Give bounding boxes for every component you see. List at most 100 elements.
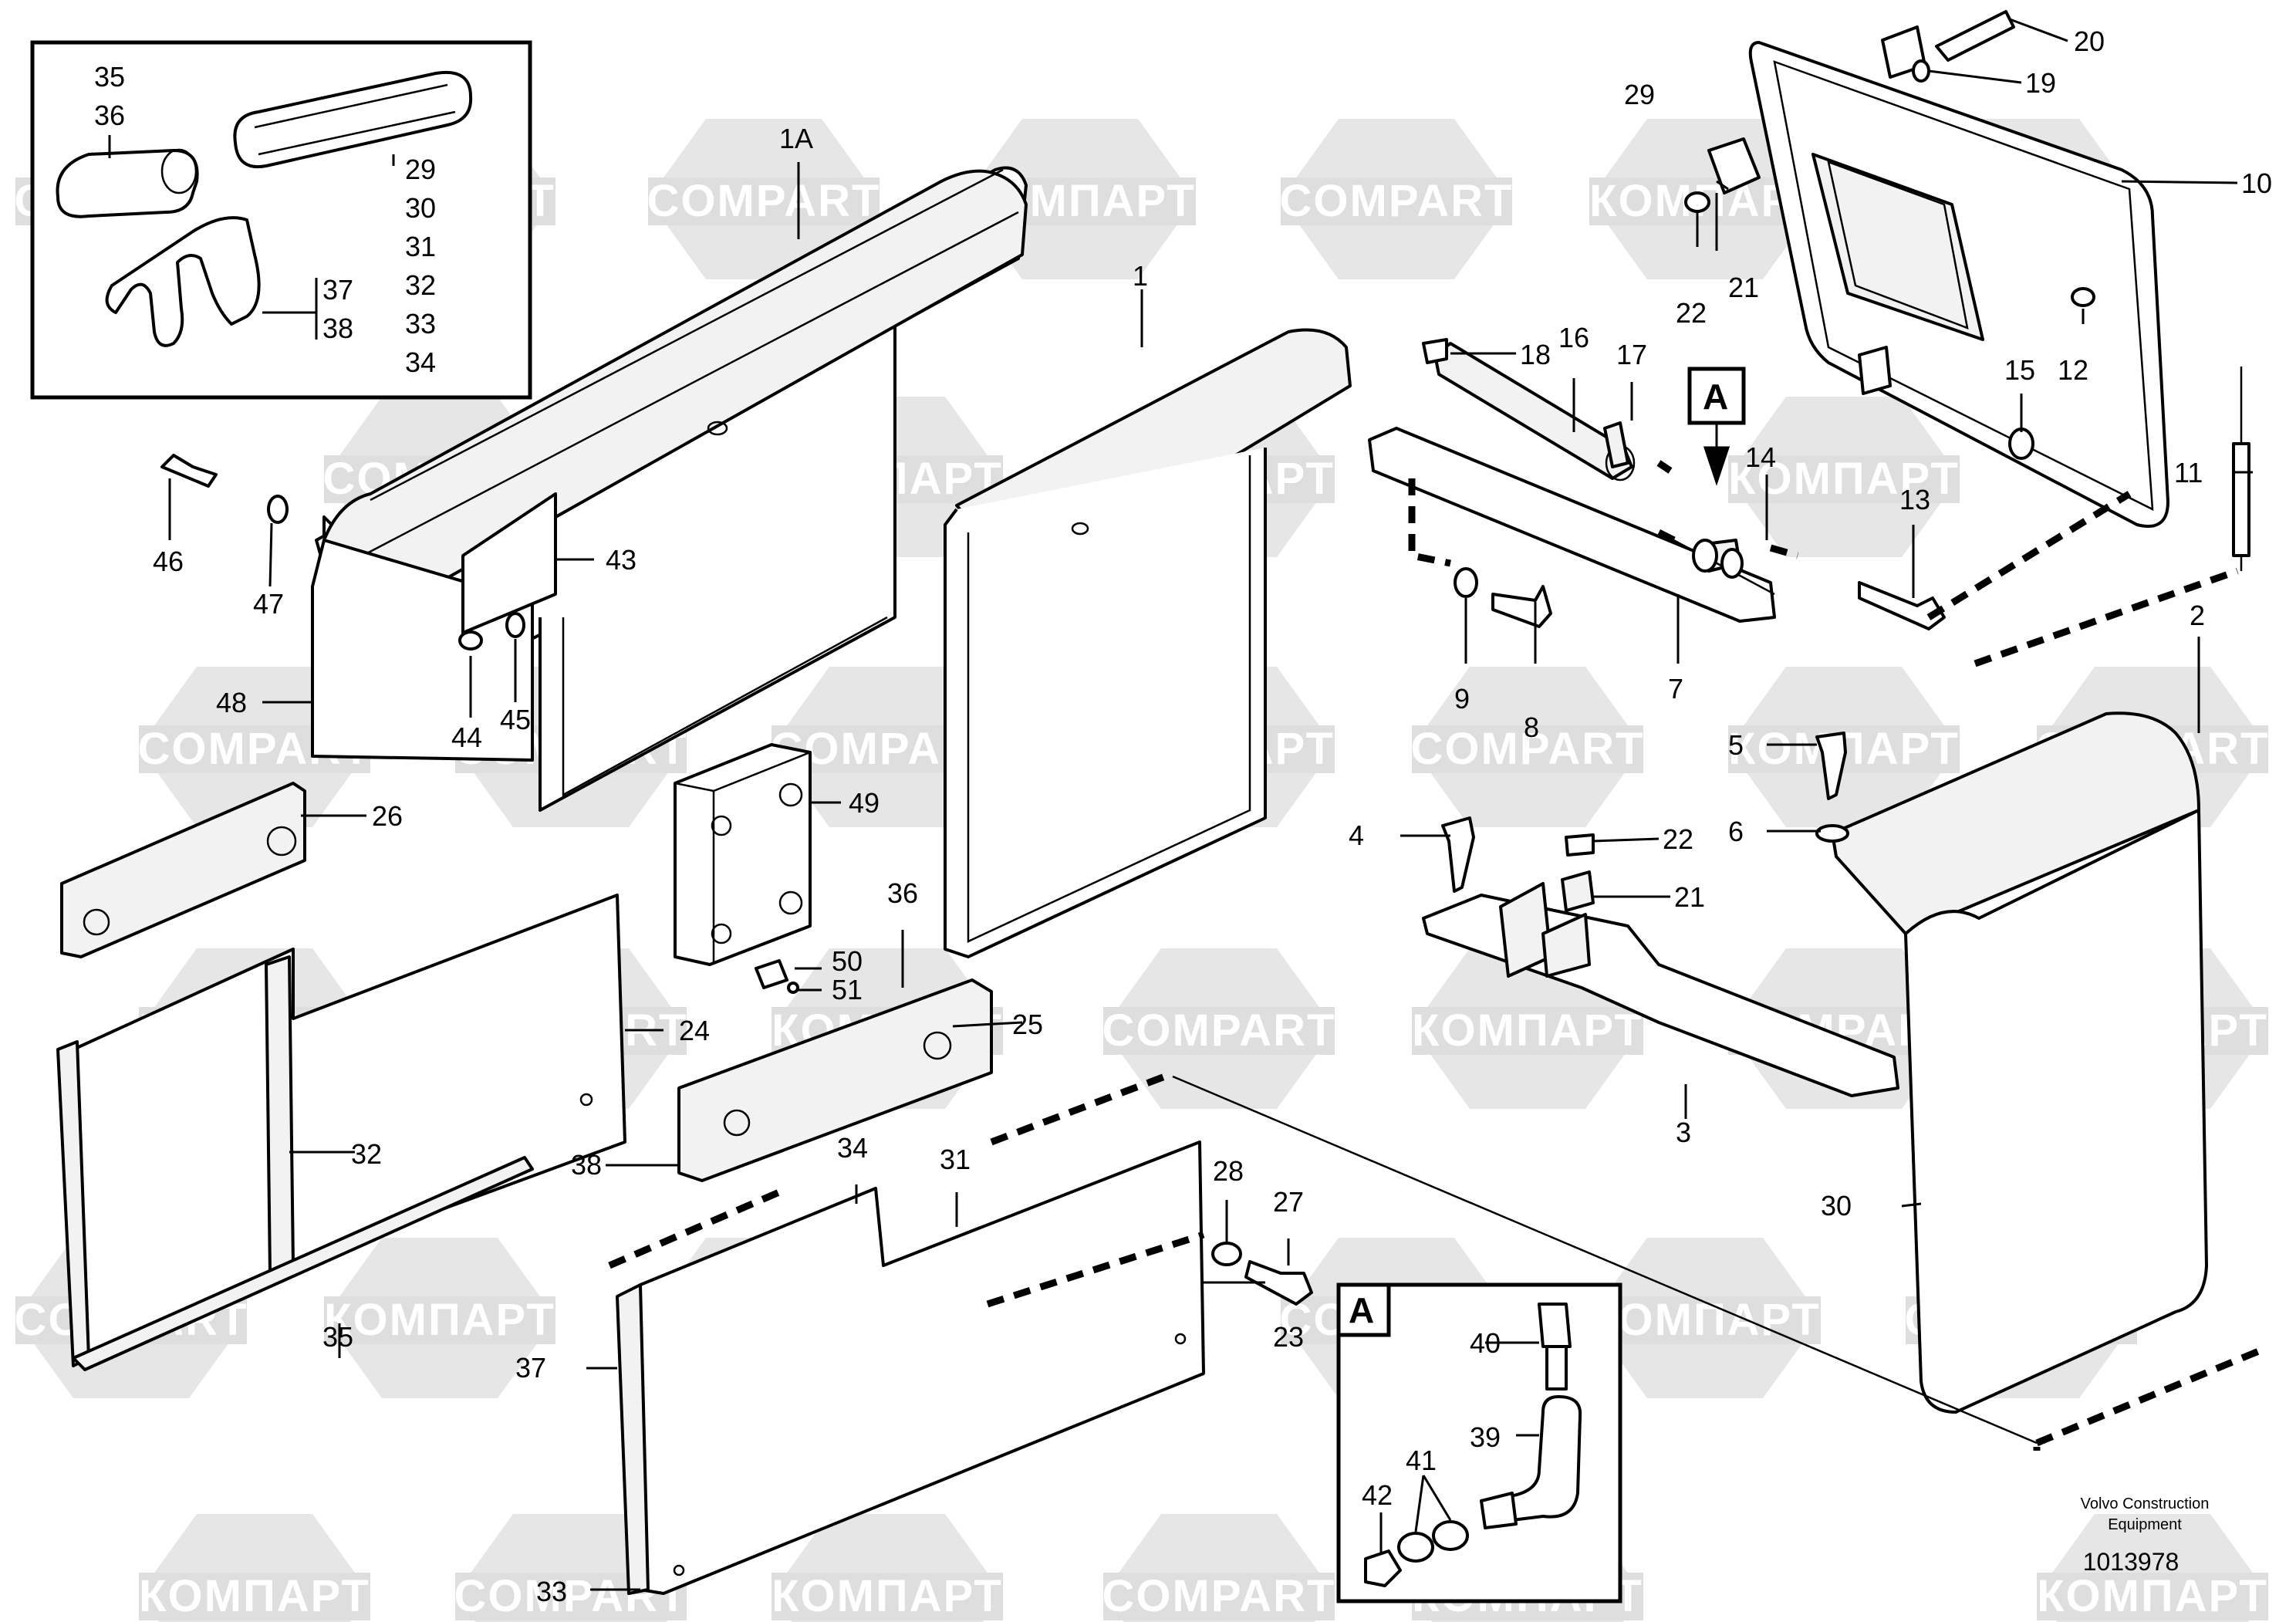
- callout-labels: 1A 1 2 3 4 5 6 7 8 9 10 11 12 13 14 15 1…: [153, 25, 2272, 1607]
- callout-30: 30: [1821, 1190, 1852, 1222]
- callout-45: 45: [500, 704, 531, 735]
- part-7-bracket: [1368, 342, 1776, 623]
- inset-label-29: 29: [405, 154, 436, 185]
- inset-label-35: 35: [94, 61, 125, 93]
- callout-19: 19: [2025, 67, 2056, 99]
- callout-47: 47: [253, 588, 284, 620]
- inset-label-38: 38: [322, 313, 353, 344]
- callout-15: 15: [2004, 354, 2035, 386]
- callout-4: 4: [1349, 819, 1364, 851]
- watermark-text: COMPART: [1280, 176, 1514, 226]
- callout-11: 11: [2174, 457, 2203, 488]
- callout-10: 10: [2241, 167, 2272, 199]
- brand-line-1: Volvo Construction: [2081, 1495, 2210, 1512]
- part-24-panel: [56, 894, 626, 1371]
- watermark-text: КОМПАРТ: [2037, 1571, 2268, 1621]
- callout-13: 13: [1899, 484, 1930, 515]
- inset-label-33: 33: [405, 308, 436, 340]
- inset-label-31: 31: [405, 231, 436, 262]
- brand-line-2: Equipment: [2108, 1516, 2182, 1533]
- detail-box-a: A: [1336, 1282, 1622, 1603]
- detail-marker-a: A: [1687, 367, 1746, 486]
- inset-label-32: 32: [405, 269, 436, 301]
- callout-18: 18: [1520, 339, 1551, 370]
- callout-49: 49: [849, 787, 880, 819]
- part-23-panel: [616, 1140, 1205, 1595]
- callout-6: 6: [1728, 816, 1744, 847]
- callout-25: 25: [1012, 1009, 1043, 1040]
- callout-21-door: 21: [1728, 272, 1759, 303]
- watermark-text: COMPART: [1411, 724, 1645, 774]
- part-1-frame: [944, 328, 1352, 958]
- watermark-text: COMPART: [1102, 1571, 1336, 1621]
- callout-14: 14: [1745, 441, 1776, 473]
- fasteners: [160, 10, 2250, 1306]
- inset-label-30: 30: [405, 192, 436, 224]
- watermark-box: [1412, 1007, 1643, 1055]
- part-49-block: [674, 743, 812, 966]
- part-3-plate: [1422, 882, 1899, 1097]
- detail-marker-label: A: [1703, 377, 1728, 417]
- callout-3: 3: [1676, 1117, 1691, 1148]
- watermark-text: КОМПАРТ: [772, 1571, 1003, 1621]
- watermark-text: COMPART: [647, 176, 881, 226]
- watermark-box: [1412, 725, 1643, 773]
- watermark-box: [1281, 177, 1512, 225]
- callout-7: 7: [1668, 673, 1683, 705]
- callout-1: 1: [1133, 260, 1148, 292]
- watermark-text: COMPART: [1102, 1005, 1336, 1056]
- callout-24: 24: [679, 1015, 710, 1046]
- callout-40: 40: [1470, 1327, 1501, 1359]
- callout-12: 12: [2058, 354, 2088, 386]
- seal-inset: [30, 40, 532, 400]
- callout-44: 44: [451, 721, 482, 753]
- inset-label-36: 36: [94, 100, 125, 131]
- callout-51: 51: [832, 974, 863, 1005]
- callout-35: 35: [322, 1321, 353, 1353]
- callout-48: 48: [216, 687, 247, 718]
- drawing-number: 1013978: [2083, 1548, 2180, 1576]
- callout-28: 28: [1213, 1155, 1244, 1187]
- callout-1a: 1A: [779, 123, 813, 154]
- callout-33: 33: [536, 1576, 567, 1607]
- watermark-box: [1589, 1296, 1821, 1344]
- callout-9: 9: [1454, 683, 1470, 715]
- watermark-box: [139, 1573, 370, 1620]
- callout-29: 29: [1624, 79, 1655, 110]
- callout-8: 8: [1524, 711, 1539, 743]
- callout-46: 46: [153, 546, 184, 577]
- watermark-text: КОМПАРТ: [1589, 1295, 1821, 1345]
- callout-38: 38: [571, 1149, 602, 1181]
- callout-43: 43: [606, 544, 636, 576]
- watermark-box: [2037, 1573, 2268, 1620]
- callout-42: 42: [1362, 1479, 1393, 1511]
- callout-41: 41: [1406, 1445, 1437, 1476]
- callout-2: 2: [2190, 600, 2205, 631]
- callout-50: 50: [832, 945, 863, 977]
- watermark-box: [772, 1573, 1003, 1620]
- dashed-links: [608, 460, 2262, 1451]
- leader-lines: [168, 18, 2253, 1591]
- inset-label-34: 34: [405, 346, 436, 378]
- part-2-housing: [1831, 711, 2208, 1414]
- watermark-box: [1103, 1573, 1335, 1620]
- callout-27: 27: [1273, 1186, 1304, 1218]
- part-26-rail: [60, 782, 306, 958]
- callout-21-plate: 21: [1674, 881, 1705, 913]
- callout-39: 39: [1470, 1421, 1501, 1453]
- callout-26: 26: [372, 800, 403, 832]
- callout-36: 36: [887, 877, 918, 909]
- callout-22-door: 22: [1676, 297, 1707, 329]
- callout-20: 20: [2074, 25, 2105, 57]
- inset-labels: 35 36 29 30 31 32 33 34 37 38: [94, 61, 436, 378]
- inset-label-37: 37: [322, 274, 353, 306]
- callout-31: 31: [940, 1144, 971, 1175]
- callout-16: 16: [1558, 322, 1589, 353]
- detail-box-label: A: [1349, 1290, 1374, 1330]
- callout-32: 32: [351, 1138, 382, 1170]
- callout-37: 37: [515, 1352, 546, 1384]
- callout-17: 17: [1616, 339, 1647, 370]
- callout-5: 5: [1728, 729, 1744, 761]
- part-25-rail: [677, 978, 993, 1182]
